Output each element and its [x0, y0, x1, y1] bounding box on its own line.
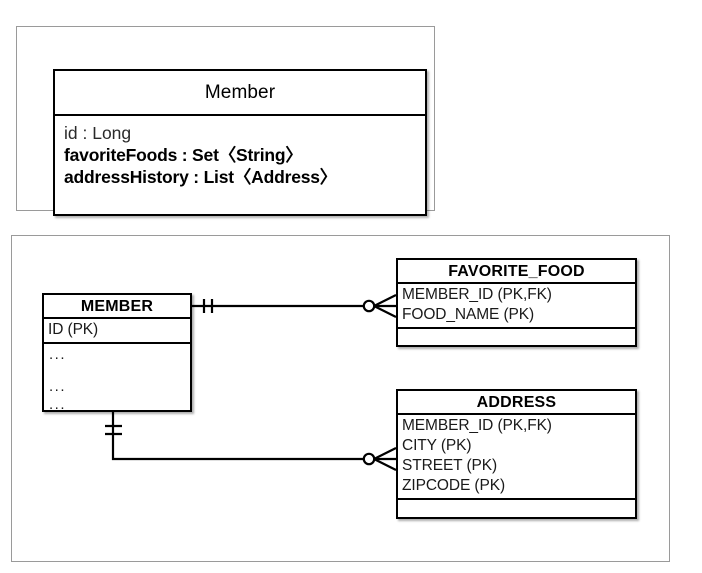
er-table-address[interactable]: ADDRESS MEMBER_ID (PK,FK) CITY (PK) STRE… [396, 389, 637, 519]
uml-class-attribute-list: id : Long favoriteFoods : Set〈String〉 ad… [55, 116, 425, 188]
er-table-empty-footer [398, 329, 635, 349]
uml-attribute-row: id : Long [64, 123, 132, 143]
er-column: STREET (PK) [402, 457, 498, 474]
uml-class-diagram-panel: Member id : Long favoriteFoods : Set〈Str… [16, 26, 435, 216]
er-column-placeholder: ... [49, 346, 67, 363]
er-table-empty-footer [398, 500, 635, 520]
er-table-key-columns: ID (PK) [44, 319, 190, 344]
uml-attribute-row: addressHistory : List〈Address〉 [64, 167, 338, 187]
er-column: CITY (PK) [402, 437, 472, 454]
er-column: MEMBER_ID (PK,FK) [402, 417, 552, 434]
er-column-placeholder: ... [49, 396, 67, 413]
er-column: MEMBER_ID (PK,FK) [402, 286, 552, 303]
er-table-key-columns: MEMBER_ID (PK,FK) FOOD_NAME (PK) [398, 284, 635, 329]
er-table-favorite-food[interactable]: FAVORITE_FOOD MEMBER_ID (PK,FK) FOOD_NAM… [396, 258, 637, 347]
er-table-title: ADDRESS [398, 391, 635, 415]
er-column: ID (PK) [48, 321, 99, 338]
uml-class-header: Member [55, 71, 425, 116]
uml-class-name: Member [204, 81, 276, 103]
er-table-key-columns: MEMBER_ID (PK,FK) CITY (PK) STREET (PK) … [398, 415, 635, 500]
er-column-placeholder: ... [49, 378, 67, 395]
uml-class-member[interactable]: Member id : Long favoriteFoods : Set〈Str… [53, 69, 427, 216]
er-table-title: FAVORITE_FOOD [398, 260, 635, 284]
er-table-member[interactable]: MEMBER ID (PK) ... ... ... [42, 293, 192, 412]
er-column: FOOD_NAME (PK) [402, 306, 535, 323]
er-column: ZIPCODE (PK) [402, 477, 506, 494]
er-table-body-columns: ... ... ... [44, 344, 190, 412]
uml-attribute-row: favoriteFoods : Set〈String〉 [64, 145, 303, 165]
er-table-title: MEMBER [44, 295, 190, 319]
